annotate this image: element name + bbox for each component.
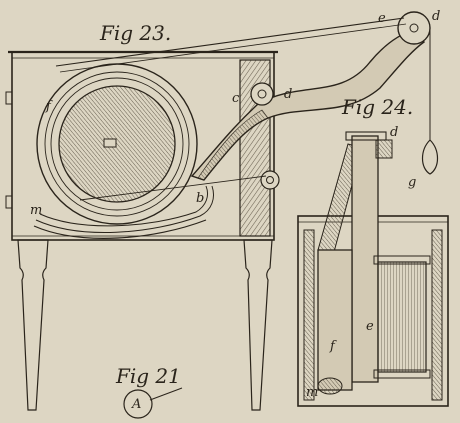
- fig23-strap-bundle: [39, 185, 209, 227]
- fig24-spool-flange-top: [373, 255, 431, 265]
- fig23-cord-lower: [79, 175, 267, 201]
- fig23-arm-shading: [197, 109, 269, 181]
- fig23-side-knob-lower: [5, 195, 13, 209]
- fig23-cord-top-2: [59, 23, 407, 73]
- figure-21-detail: [123, 387, 183, 419]
- fig24-wheel: [317, 377, 343, 395]
- fig24-arm-cap: [345, 131, 387, 141]
- fig24-right-bar: [431, 229, 443, 401]
- fig24-spool-flange-bottom: [373, 369, 431, 379]
- fig24-label-g: g: [408, 175, 416, 190]
- fig23-cord-top-1: [55, 17, 405, 67]
- fig24-label-e: e: [366, 319, 374, 334]
- fig23-top-pulley: [397, 11, 431, 45]
- fig23-label-d-top: d: [432, 9, 440, 24]
- fig24-spool: [377, 261, 427, 373]
- figure-24-detail: [297, 131, 449, 407]
- fig23-side-knob-upper: [5, 91, 13, 105]
- fig23-roller-inner: [266, 176, 274, 184]
- fig23-strap-bundle-3: [33, 219, 207, 239]
- fig23-top-pulley-inner: [409, 23, 419, 33]
- fig24-left-bar: [303, 229, 315, 401]
- fig23-leg-left: [17, 239, 49, 411]
- fig21-arrow: [149, 387, 183, 401]
- fig23-label-e: e: [378, 11, 386, 26]
- fig23-title: Fig 23.: [99, 21, 171, 45]
- fig23-label-b: b: [196, 191, 204, 206]
- fig23-drum-ring-3: [50, 77, 184, 211]
- fig23-drum-ring-2: [44, 71, 190, 217]
- fig24-label-m: m: [306, 385, 318, 400]
- fig24-title: Fig 24.: [341, 95, 413, 119]
- fig24-label-d: d: [390, 125, 398, 140]
- fig21-label-a: A: [131, 397, 141, 412]
- fig23-label-c: c: [232, 91, 240, 106]
- fig23-label-f: f: [45, 99, 53, 114]
- fig23-label-m: m: [30, 203, 42, 218]
- fig24-label-f: f: [329, 339, 337, 354]
- fig23-drum-face: [58, 85, 176, 203]
- fig23-strap-bundle-2: [35, 185, 214, 233]
- fig21-title: Fig 21: [115, 364, 181, 388]
- fig24-column: [317, 249, 353, 391]
- fig23-pivot-wheel-inner: [257, 89, 267, 99]
- fig23-drum-hub: [103, 138, 117, 148]
- fig23-label-d: d: [284, 87, 292, 102]
- fig21-circle: [123, 389, 153, 419]
- fig23-roller: [260, 170, 280, 190]
- fig-loop-handle: [421, 139, 439, 175]
- fig24-arm-head: [375, 139, 393, 159]
- fig23-leg-right: [243, 239, 273, 411]
- fig23-pivot-wheel: [250, 82, 274, 106]
- figure-23-machine: [5, 11, 439, 411]
